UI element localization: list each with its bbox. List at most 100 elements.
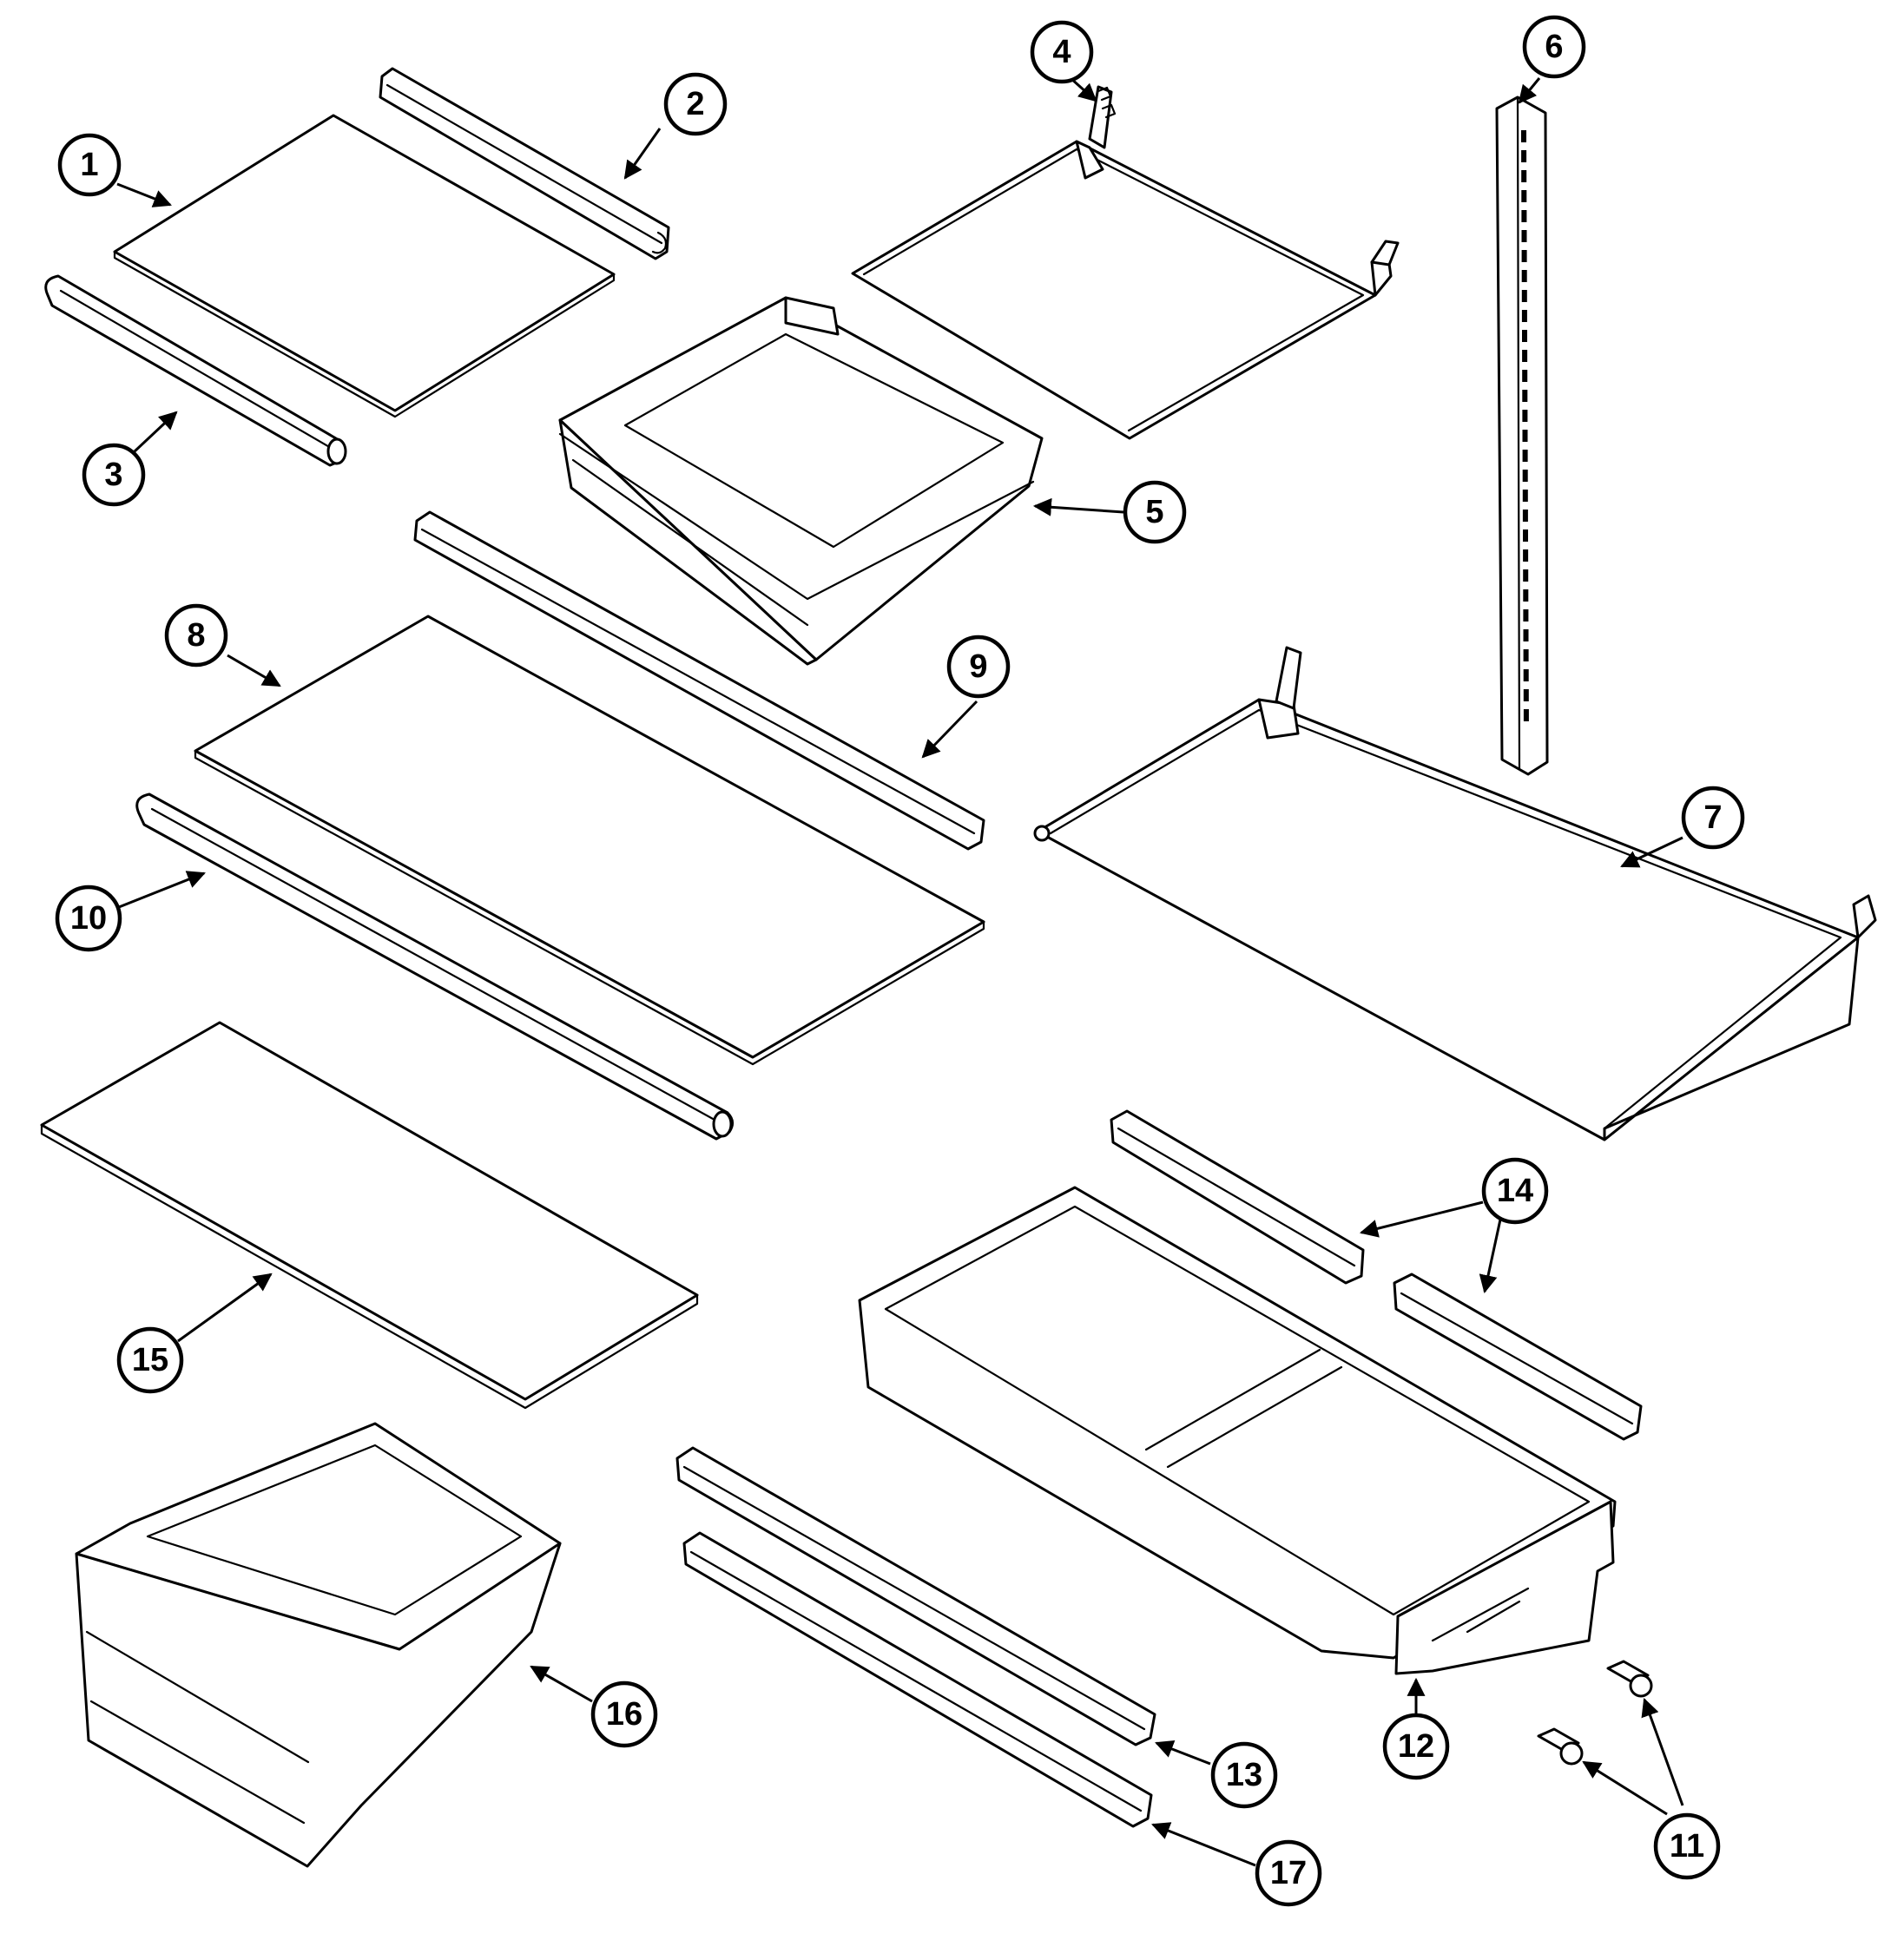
- crisper-cover-rail-upper: [1110, 1109, 1365, 1285]
- callout-9: 9: [946, 635, 1011, 699]
- leader-2: [623, 128, 662, 180]
- rail-slot: [1521, 190, 1527, 202]
- callout-8-label: 8: [187, 617, 205, 654]
- callout-13-label: 13: [1226, 1757, 1262, 1793]
- leader-9: [921, 700, 978, 759]
- rail-slot: [1521, 310, 1527, 322]
- rail-slot: [1522, 430, 1528, 442]
- callout-16-label: 16: [606, 1696, 642, 1733]
- callout-7: 7: [1681, 786, 1745, 850]
- leader-10: [118, 871, 206, 909]
- glass-shelf-large: [194, 615, 985, 1066]
- leader-8: [227, 654, 281, 687]
- callout-5-label: 5: [1145, 494, 1163, 530]
- callout-6: 6: [1522, 15, 1586, 79]
- rail-slot: [1523, 569, 1529, 582]
- leader-lines: [116, 76, 1684, 1867]
- callout-1: 1: [57, 133, 122, 197]
- crisper-drawer: [75, 1422, 562, 1868]
- callout-2: 2: [663, 72, 728, 136]
- callout-11-label: 11: [1670, 1828, 1704, 1865]
- rail-slot: [1523, 589, 1529, 602]
- crisper-slide-rail-upper: [675, 1446, 1156, 1746]
- callout-3-label: 3: [104, 457, 122, 493]
- rail-slot: [1523, 609, 1529, 622]
- rail-slot: [1523, 669, 1529, 681]
- front-trim-large: [135, 793, 734, 1141]
- cantilever-shelf-small: [851, 85, 1400, 440]
- rail-slot: [1522, 450, 1528, 462]
- leader-3: [133, 411, 178, 453]
- rail-slot: [1523, 629, 1529, 641]
- leader-6: [1518, 77, 1541, 104]
- rear-trim-small: [379, 67, 670, 260]
- shelf-support-rail: [1495, 95, 1549, 776]
- rail-slot: [1523, 549, 1529, 562]
- rail-slot: [1521, 170, 1527, 182]
- callout-12-label: 12: [1398, 1728, 1434, 1765]
- glass-shelf-crisper-cover: [40, 1021, 699, 1410]
- rail-slot: [1522, 350, 1528, 362]
- callout-7-label: 7: [1703, 799, 1722, 836]
- leader-14b: [1479, 1219, 1502, 1294]
- rail-slot: [1522, 470, 1528, 482]
- front-trim-small: [44, 274, 347, 467]
- rail-slot: [1521, 270, 1527, 282]
- callout-2-label: 2: [686, 86, 704, 122]
- rail-slot: [1522, 390, 1528, 402]
- callout-17: 17: [1255, 1839, 1322, 1907]
- rail-slot: [1522, 510, 1528, 522]
- rail-slot: [1522, 330, 1527, 342]
- screw-lower: [1537, 1727, 1584, 1766]
- rail-slot: [1522, 490, 1528, 502]
- callout-11: 11: [1653, 1812, 1721, 1880]
- rail-slot: [1523, 529, 1528, 542]
- meat-drawer: [558, 296, 1044, 666]
- callout-13: 13: [1210, 1741, 1278, 1809]
- callout-12: 12: [1382, 1713, 1450, 1780]
- leader-16: [530, 1665, 593, 1703]
- callout-14: 14: [1481, 1157, 1549, 1225]
- rail-slot: [1523, 689, 1529, 701]
- leader-4: [1069, 76, 1097, 102]
- leader-15: [177, 1273, 273, 1343]
- leader-11b: [1641, 1698, 1684, 1806]
- rail-slot: [1523, 649, 1529, 661]
- rail-slot: [1521, 290, 1527, 302]
- leader-17: [1151, 1822, 1256, 1867]
- callout-16: 16: [590, 1680, 658, 1748]
- leader-5: [1032, 497, 1124, 516]
- callout-10: 10: [55, 885, 122, 952]
- rail-slot: [1521, 230, 1527, 242]
- callout-9-label: 9: [969, 648, 987, 685]
- rail-slot: [1522, 370, 1528, 382]
- callout-8: 8: [164, 603, 228, 668]
- callout-10-label: 10: [70, 900, 107, 937]
- callout-4: 4: [1030, 20, 1094, 84]
- callout-5: 5: [1123, 480, 1187, 544]
- rear-trim-large: [413, 510, 985, 851]
- callout-15: 15: [116, 1326, 184, 1394]
- crisper-cover-rail-lower: [1393, 1273, 1643, 1441]
- callout-4-label: 4: [1052, 34, 1071, 70]
- callout-6-label: 6: [1545, 29, 1563, 65]
- callout-1-label: 1: [80, 147, 98, 183]
- rail-slot: [1521, 250, 1527, 262]
- crisper-slide-rail-lower: [682, 1531, 1153, 1828]
- rail-slot: [1523, 709, 1529, 721]
- leader-14a: [1359, 1200, 1484, 1238]
- leader-11a: [1582, 1760, 1668, 1816]
- screw-upper: [1606, 1660, 1653, 1698]
- cantilever-shelf-large: [1033, 646, 1877, 1141]
- rail-slot: [1522, 410, 1528, 422]
- crisper-cover-frame: [858, 1186, 1617, 1675]
- rail-slot: [1521, 150, 1527, 162]
- rail-slot: [1521, 210, 1527, 222]
- callout-15-label: 15: [132, 1342, 168, 1378]
- callout-17-label: 17: [1270, 1855, 1307, 1891]
- rail-slot: [1521, 130, 1526, 142]
- leader-13: [1155, 1740, 1211, 1766]
- leader-7: [1620, 836, 1683, 868]
- callout-3: 3: [82, 443, 146, 507]
